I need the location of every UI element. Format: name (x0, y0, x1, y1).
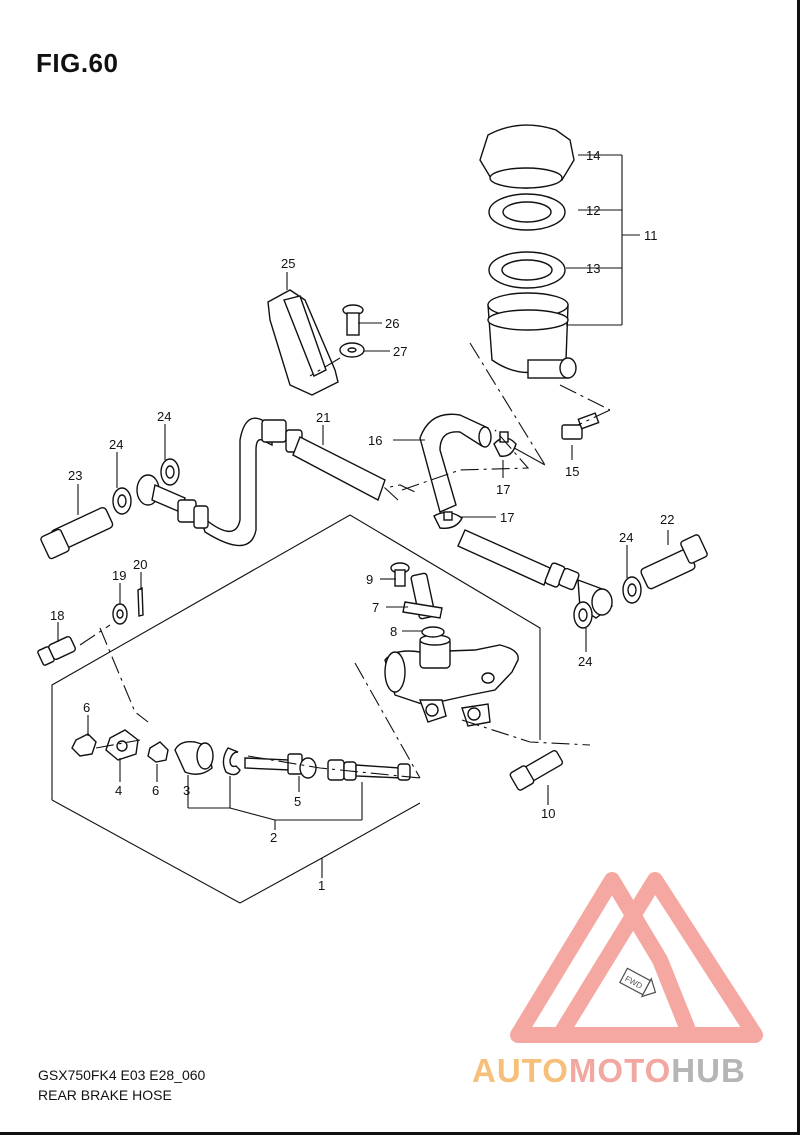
callout-7: 7 (372, 600, 379, 615)
lower-hose-segment (457, 529, 580, 591)
nut-6-left (71, 733, 97, 757)
washer-19 (112, 603, 128, 625)
clamp-17-lower (433, 511, 463, 529)
callout-5: 5 (294, 794, 301, 809)
diaphragm-13 (488, 251, 566, 289)
watermark-brand: AUTOMOTOHUB (472, 1052, 746, 1090)
callout-17-upper: 17 (496, 482, 510, 497)
union-bolt-23 (40, 506, 114, 560)
callout-25: 25 (281, 256, 295, 271)
callout-24-right-lower: 24 (578, 654, 592, 669)
callout-18: 18 (50, 608, 64, 623)
reservoir-body-11 (487, 292, 577, 379)
watermark-brand-hub: HUB (671, 1052, 746, 1089)
watermark-brand-moto: MOTO (568, 1052, 672, 1089)
leader-lines (57, 154, 669, 878)
callout-13: 13 (586, 261, 600, 276)
callout-12: 12 (586, 203, 600, 218)
nut-6-right (147, 741, 169, 763)
watermark-brand-auto: AUTO (472, 1052, 569, 1089)
callout-26: 26 (385, 316, 399, 331)
figure-title: FIG.60 (36, 48, 119, 78)
circlip (222, 747, 241, 776)
boot-3 (174, 740, 214, 775)
callout-24-left-a: 24 (109, 437, 123, 452)
bolt-10 (509, 749, 564, 791)
screw-26 (342, 304, 364, 336)
callout-15: 15 (565, 464, 579, 479)
callout-20: 20 (133, 557, 147, 572)
washer-24-left-b (160, 458, 180, 486)
callout-23: 23 (68, 468, 82, 483)
clamp-17-upper (493, 431, 517, 457)
callout-27: 27 (393, 344, 407, 359)
bolt-9 (390, 562, 410, 587)
o-ring-8 (421, 626, 445, 638)
callout-1: 1 (318, 878, 325, 893)
hose-16 (419, 413, 492, 513)
diagram-name: REAR BRAKE HOSE (38, 1087, 172, 1103)
callout-10: 10 (541, 806, 555, 821)
union-bolt-22 (640, 534, 708, 590)
diaphragm-plate-12 (488, 193, 566, 231)
callout-8: 8 (390, 624, 397, 639)
callout-4: 4 (115, 783, 122, 798)
bolt-15 (561, 412, 600, 440)
hose-21 (198, 417, 386, 547)
washer-24-right-lower (573, 601, 593, 629)
callout-11: 11 (644, 228, 658, 243)
washer-27 (339, 342, 365, 358)
callout-6-right: 6 (152, 783, 159, 798)
callout-24-left-b: 24 (157, 409, 171, 424)
master-cylinder-outline (51, 514, 541, 904)
callout-17-lower: 17 (500, 510, 514, 525)
callout-16: 16 (368, 433, 382, 448)
bolt-18 (37, 635, 76, 666)
callout-19: 19 (112, 568, 126, 583)
cotter-pin-20 (137, 586, 144, 617)
callout-9: 9 (366, 572, 373, 587)
model-code: GSX750FK4 E03 E28_060 (38, 1067, 206, 1083)
hose-joint-7 (402, 572, 443, 620)
washer-24-right-upper (622, 576, 642, 604)
banjo-fitting-left (136, 474, 209, 529)
master-cylinder-body (384, 634, 519, 727)
callout-24-right-upper: 24 (619, 530, 633, 545)
callout-6-left: 6 (83, 700, 90, 715)
callout-22: 22 (660, 512, 674, 527)
callout-14: 14 (586, 148, 600, 163)
callout-2: 2 (270, 830, 277, 845)
bracket-25 (267, 289, 339, 396)
callout-numbers: 14 12 13 11 25 26 27 21 16 17 17 15 23 2… (50, 148, 674, 893)
piston-kit-2 (327, 759, 411, 781)
callout-21: 21 (316, 410, 330, 425)
reservoir-cap-14 (479, 124, 575, 189)
callout-3: 3 (183, 783, 190, 798)
watermark-logo: FWD (510, 872, 763, 1043)
washer-24-left-a (112, 487, 132, 515)
